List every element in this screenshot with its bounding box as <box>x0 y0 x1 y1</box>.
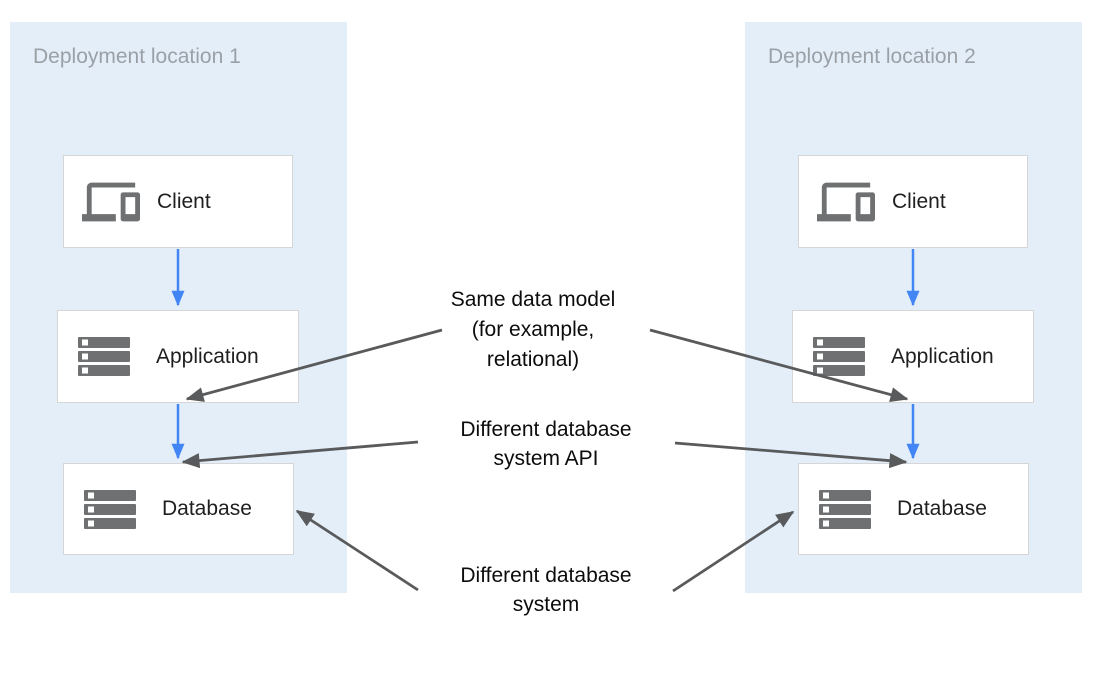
database-node-left: Database <box>63 463 294 555</box>
node-label: Database <box>162 497 252 520</box>
client-node-left: Client <box>63 155 293 248</box>
annotation-different-database-system-api: Different database system API <box>460 418 632 470</box>
application-node-left: Application <box>57 310 299 403</box>
panel-title: Deployment location 1 <box>33 45 241 68</box>
database-node-right: Database <box>798 463 1029 555</box>
storage-icon <box>813 337 865 376</box>
devices-icon <box>817 182 875 221</box>
annotation-same-data-model: Same data model (for example, relational… <box>450 288 616 371</box>
client-node-right: Client <box>798 155 1028 248</box>
storage-icon <box>84 489 136 529</box>
node-label: Database <box>897 497 987 520</box>
devices-icon <box>82 182 140 221</box>
node-label: Application <box>891 344 994 368</box>
storage-icon <box>819 489 871 529</box>
node-label: Client <box>892 189 946 213</box>
application-node-right: Application <box>792 310 1034 403</box>
storage-icon <box>78 337 130 376</box>
node-label: Application <box>156 344 259 368</box>
annotation-different-database-system: Different database system <box>460 564 632 616</box>
node-label: Client <box>157 189 211 213</box>
panel-title: Deployment location 2 <box>768 45 976 68</box>
